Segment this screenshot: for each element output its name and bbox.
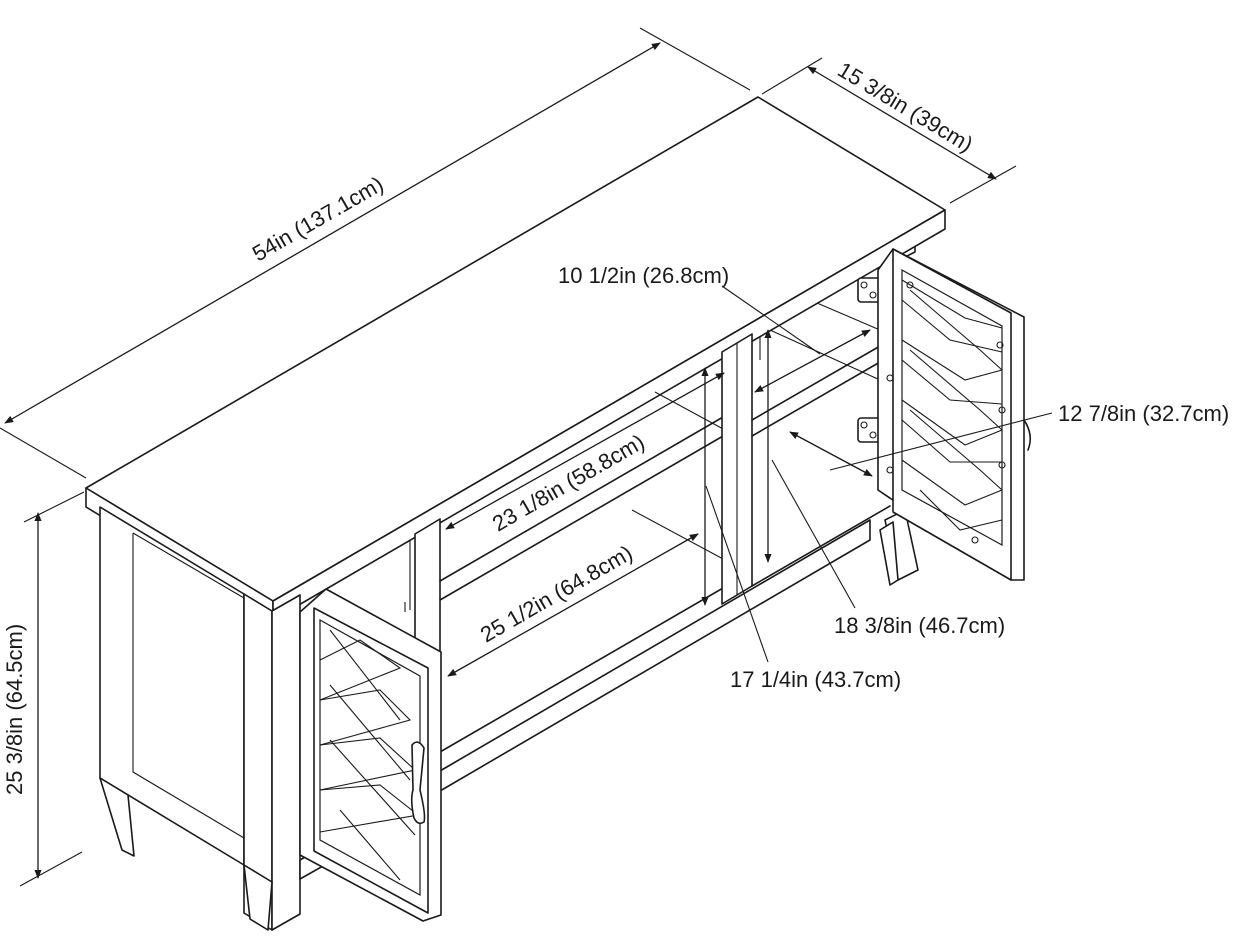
right-divider <box>721 333 753 605</box>
center-opening-depth-label: 18 3/8in (46.7cm) <box>834 613 1005 638</box>
right-door-lattice <box>901 279 1003 531</box>
left-side-panel <box>99 506 301 931</box>
side-opening-dimension: 12 7/8in (32.7cm) <box>764 329 1229 563</box>
height-label: 25 3/8in (64.5cm) <box>2 624 27 795</box>
left-door-lattice <box>319 629 420 881</box>
width-label: 54in (137.1cm) <box>248 171 388 266</box>
depth-label: 15 3/8in (39cm) <box>833 57 977 157</box>
side-shelf-depth-label: 10 1/2in (26.8cm) <box>558 263 729 288</box>
height-dimension: 25 3/8in (64.5cm) <box>2 491 85 887</box>
center-opening-depth-dimension: 18 3/8in (46.7cm) <box>771 431 1005 638</box>
side-opening-label: 12 7/8in (32.7cm) <box>1058 401 1229 426</box>
center-opening-height-label: 17 1/4in (43.7cm) <box>730 667 901 692</box>
center-opening-height-dimension: 17 1/4in (43.7cm) <box>701 367 901 692</box>
left-door <box>299 588 442 922</box>
right-door <box>877 248 1032 581</box>
lower-opening-label: 25 1/2in (64.8cm) <box>476 540 637 647</box>
side-shelf-depth-dimension: 10 1/2in (26.8cm) <box>558 263 871 393</box>
tv-stand-illustration <box>85 96 1032 931</box>
